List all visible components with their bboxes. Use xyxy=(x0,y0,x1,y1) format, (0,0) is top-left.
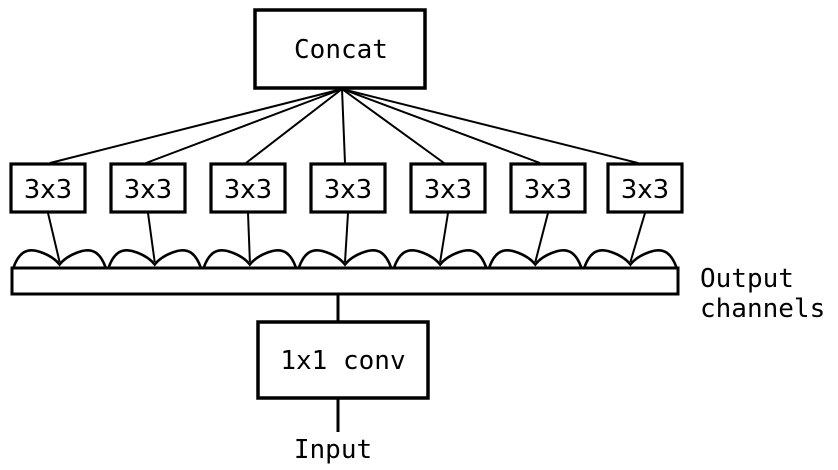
conv-to-brace-line-6 xyxy=(534,212,549,263)
conv3x3-box-7 xyxy=(606,162,684,214)
concat-to-conv-line-3 xyxy=(245,88,343,164)
conv-row: 3x3 3x3 3x3 3x3 3x3 3x3 3x3 xyxy=(9,162,684,214)
conv-to-brace-line-3 xyxy=(247,212,251,263)
conv1x1-label: 1x1 conv xyxy=(280,346,405,376)
conv3x3-label-2: 3x3 xyxy=(124,175,172,205)
conv-to-brace-line-7 xyxy=(629,212,646,263)
concat-to-conv-line-5 xyxy=(341,88,445,164)
conv3x3-label-7: 3x3 xyxy=(621,175,669,205)
concat-to-conv-line-7 xyxy=(341,88,639,164)
concat-to-conv-line-2 xyxy=(145,88,343,164)
output-channels-label-line1: Output xyxy=(700,264,794,294)
concat-to-conv-line-6 xyxy=(341,88,541,164)
conv-to-brace-line-5 xyxy=(439,212,449,263)
conv3x3-label-6: 3x3 xyxy=(524,175,572,205)
conv3x3-box-1 xyxy=(9,162,87,214)
conv1x1-box xyxy=(256,320,430,400)
conv-to-brace-line-2 xyxy=(147,212,156,263)
output-channels-bar xyxy=(10,266,680,296)
conv-to-brace-line-1 xyxy=(47,212,61,263)
conv3x3-box-5 xyxy=(409,162,487,214)
output-channels-label-line2: channels xyxy=(700,294,825,324)
conv-to-brace-line-4 xyxy=(344,212,349,263)
conv3x3-box-6 xyxy=(509,162,587,214)
conv3x3-label-3: 3x3 xyxy=(224,175,272,205)
conv3x3-box-3 xyxy=(209,162,287,214)
concat-box xyxy=(253,8,427,90)
concat-to-conv-line-1 xyxy=(49,88,343,164)
conv3x3-box-4 xyxy=(309,162,387,214)
conv3x3-label-4: 3x3 xyxy=(324,175,372,205)
conv3x3-label-1: 3x3 xyxy=(24,175,72,205)
conv3x3-box-2 xyxy=(109,162,187,214)
concat-to-conv-line-4 xyxy=(341,88,346,164)
concat-label: Concat xyxy=(294,35,388,65)
input-label: Input xyxy=(294,435,372,465)
conv3x3-label-5: 3x3 xyxy=(424,175,472,205)
concat-fan-lines xyxy=(49,88,639,164)
conv-to-bar-lines xyxy=(47,212,646,263)
